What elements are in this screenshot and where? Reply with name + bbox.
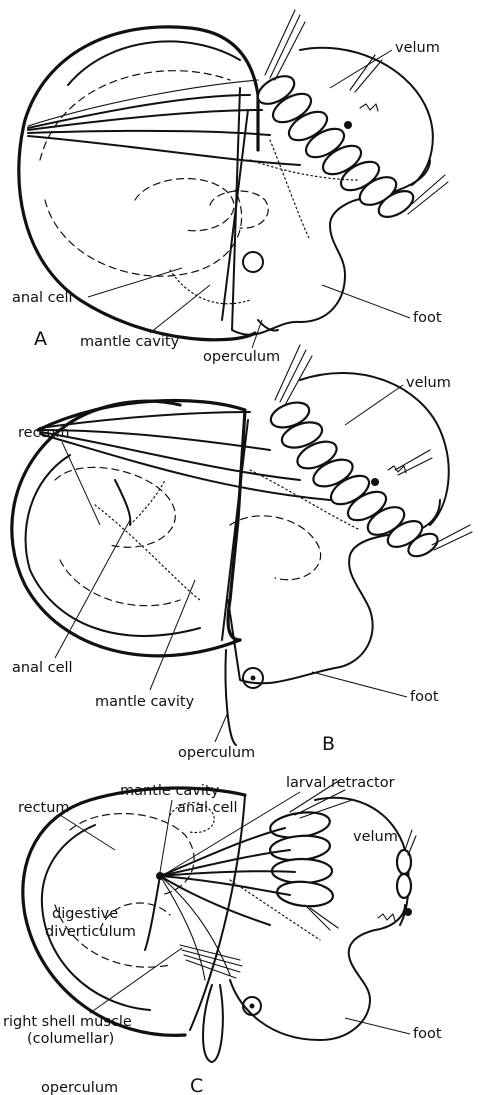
panel-b-leader-rectum xyxy=(62,442,100,525)
panel-c-label-anal-cell: anal cell xyxy=(177,800,238,816)
panel-a: velum anal cell mantle cavity operculum … xyxy=(12,10,448,365)
panel-b-leader-anal-cell xyxy=(55,520,130,658)
panel-b: velum rectum anal cell mantle cavity ope… xyxy=(12,345,472,761)
panel-b-leader-velum xyxy=(345,385,403,425)
panel-a-inner-wall xyxy=(222,110,248,320)
panel-b-label-rectum: rectum xyxy=(18,425,70,441)
panel-a-label-foot: foot xyxy=(413,310,442,326)
panel-c-label-columellar: (columellar) xyxy=(27,1031,114,1047)
panel-b-label-foot: foot xyxy=(410,689,439,705)
panel-a-leader-velum xyxy=(330,50,392,88)
panel-c-label-mantle-cavity: mantle cavity xyxy=(120,783,220,799)
panel-c-tentacle xyxy=(378,914,395,921)
panel-a-statocyst xyxy=(243,252,263,272)
panel-c-label-velum: velum xyxy=(353,829,398,845)
panel-a-leader-mantle-cavity xyxy=(150,285,210,333)
panel-a-internal xyxy=(40,71,360,304)
panel-b-letter: B xyxy=(322,733,335,755)
panel-b-leader-foot xyxy=(312,672,407,697)
panel-a-velum-lobes xyxy=(253,70,417,222)
panel-c-label-foot: foot xyxy=(413,1026,442,1042)
panel-c-label-larval-retractor: larval retractor xyxy=(286,775,395,791)
panel-a-tentacle xyxy=(360,104,378,111)
panel-c-label-rectum: rectum xyxy=(18,800,70,816)
panel-c-operculum-shape xyxy=(203,985,223,1062)
panel-b-internal xyxy=(55,467,360,605)
panel-b-operculum-shape xyxy=(225,650,236,745)
panel-a-label-anal-cell: anal cell xyxy=(12,290,73,306)
panel-a-leader-anal-cell xyxy=(88,268,182,297)
panel-b-retractor-muscles xyxy=(40,412,330,525)
panel-c-leader-foot xyxy=(345,1018,410,1034)
panel-b-leader-operculum xyxy=(215,712,228,742)
panel-b-label-operculum: operculum xyxy=(178,745,255,761)
panel-b-label-anal-cell: anal cell xyxy=(12,660,73,676)
panel-b-eye xyxy=(371,478,379,486)
panel-c-foot-outline xyxy=(230,905,405,1040)
panel-b-inner-wall xyxy=(222,420,248,640)
panel-c-label-operculum: operculum xyxy=(41,1080,118,1095)
panel-a-label-velum: velum xyxy=(395,40,440,56)
panel-b-label-mantle-cavity: mantle cavity xyxy=(95,694,195,710)
panel-c-velum-disk xyxy=(315,798,409,925)
panel-c: mantle cavity anal cell larval retractor… xyxy=(3,775,442,1095)
panel-c-label-right-shell-muscle: right shell muscle xyxy=(3,1014,132,1030)
panel-a-leader-foot xyxy=(322,285,410,318)
panel-c-velum-lobes xyxy=(269,809,411,908)
panel-c-eye xyxy=(404,908,412,916)
panel-a-eye xyxy=(344,121,352,129)
panel-c-leader-mantle-cavity xyxy=(160,800,172,872)
panel-c-letter: C xyxy=(190,1075,203,1095)
panel-c-label-digestive-line1: digestive xyxy=(52,906,118,922)
panel-a-label-operculum: operculum xyxy=(203,349,280,365)
panel-a-letter: A xyxy=(34,328,47,350)
panel-c-leader-rectum xyxy=(60,815,115,850)
panel-c-label-digestive-line2: diverticulum xyxy=(45,924,136,940)
panel-b-label-velum: velum xyxy=(406,375,451,391)
panel-a-shell-inner xyxy=(68,41,240,85)
panel-a-label-mantle-cavity: mantle cavity xyxy=(80,334,180,350)
